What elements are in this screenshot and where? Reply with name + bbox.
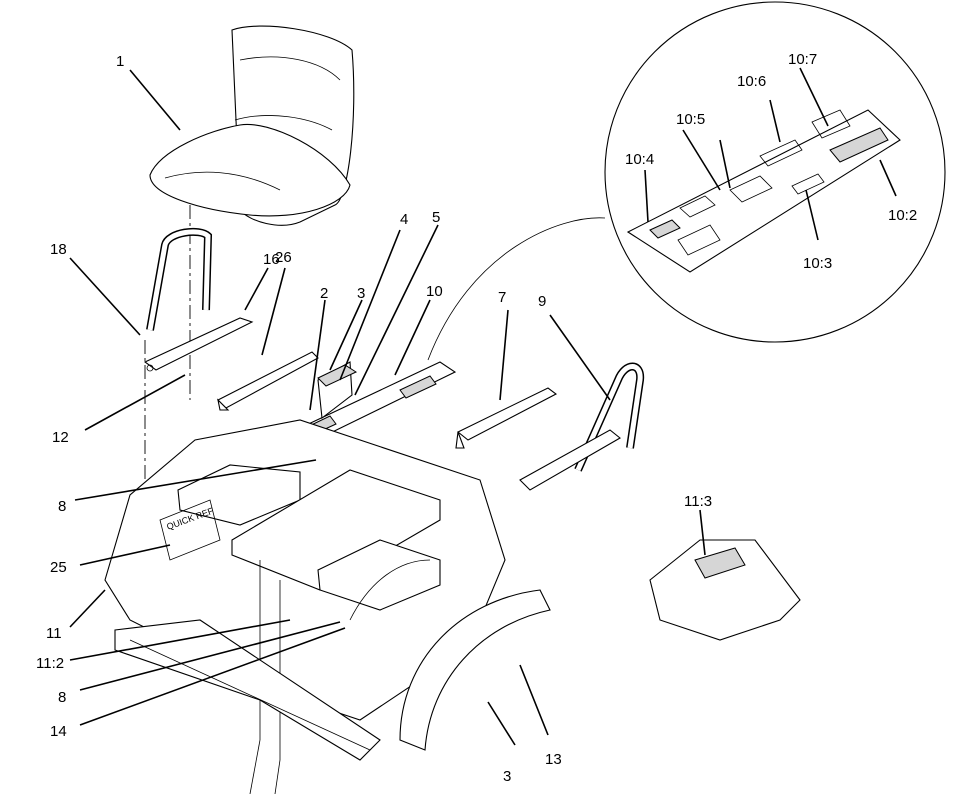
callout-labels: 1 18 16 26 26 2 3 4 5 10 12 8 25 11 11:2…: [36, 51, 917, 785]
callout-8-bottom: 8: [58, 689, 66, 706]
seat-frame: [143, 227, 254, 500]
fender-13: [399, 589, 551, 751]
callout-5: 5: [432, 209, 440, 226]
callout-25: 25: [50, 559, 67, 576]
callout-16: 16: [263, 251, 280, 268]
seat: [149, 25, 355, 400]
callout-10: 10: [426, 283, 443, 300]
callout-12: 12: [52, 429, 69, 446]
callout-10-4: 10:4: [625, 151, 654, 168]
callout-2: 2: [320, 285, 328, 302]
callout-11-2: 11:2: [36, 655, 64, 672]
chassis: [114, 619, 381, 794]
callout-10-6: 10:6: [737, 73, 766, 90]
callout-10-5: 10:5: [676, 111, 705, 128]
callout-18: 18: [50, 241, 67, 258]
callout-3-top: 3: [357, 285, 365, 302]
callout-13: 13: [545, 751, 562, 768]
detail-11-3: [649, 509, 801, 641]
callout-11-3: 11:3: [684, 493, 712, 510]
callout-4: 4: [400, 211, 408, 228]
callout-9: 9: [538, 293, 546, 310]
detail-circle-panel-10: [427, 1, 946, 361]
callout-26-visible: 26: [275, 249, 292, 266]
callout-1: 1: [116, 53, 124, 70]
leader-lines: [69, 69, 611, 746]
bracket-26: [217, 351, 319, 411]
callout-10-3: 10:3: [803, 255, 832, 272]
grab-handle-right: [519, 362, 645, 491]
callout-8-top: 8: [58, 498, 66, 515]
callout-10-7: 10:7: [788, 51, 817, 68]
callout-14: 14: [50, 723, 67, 740]
callout-11: 11: [46, 625, 62, 642]
callout-7: 7: [498, 289, 506, 306]
control-console: [298, 361, 457, 462]
bracket-7: [455, 387, 558, 449]
callout-3-bottom: 3: [503, 768, 511, 785]
callout-10-2: 10:2: [888, 207, 917, 224]
